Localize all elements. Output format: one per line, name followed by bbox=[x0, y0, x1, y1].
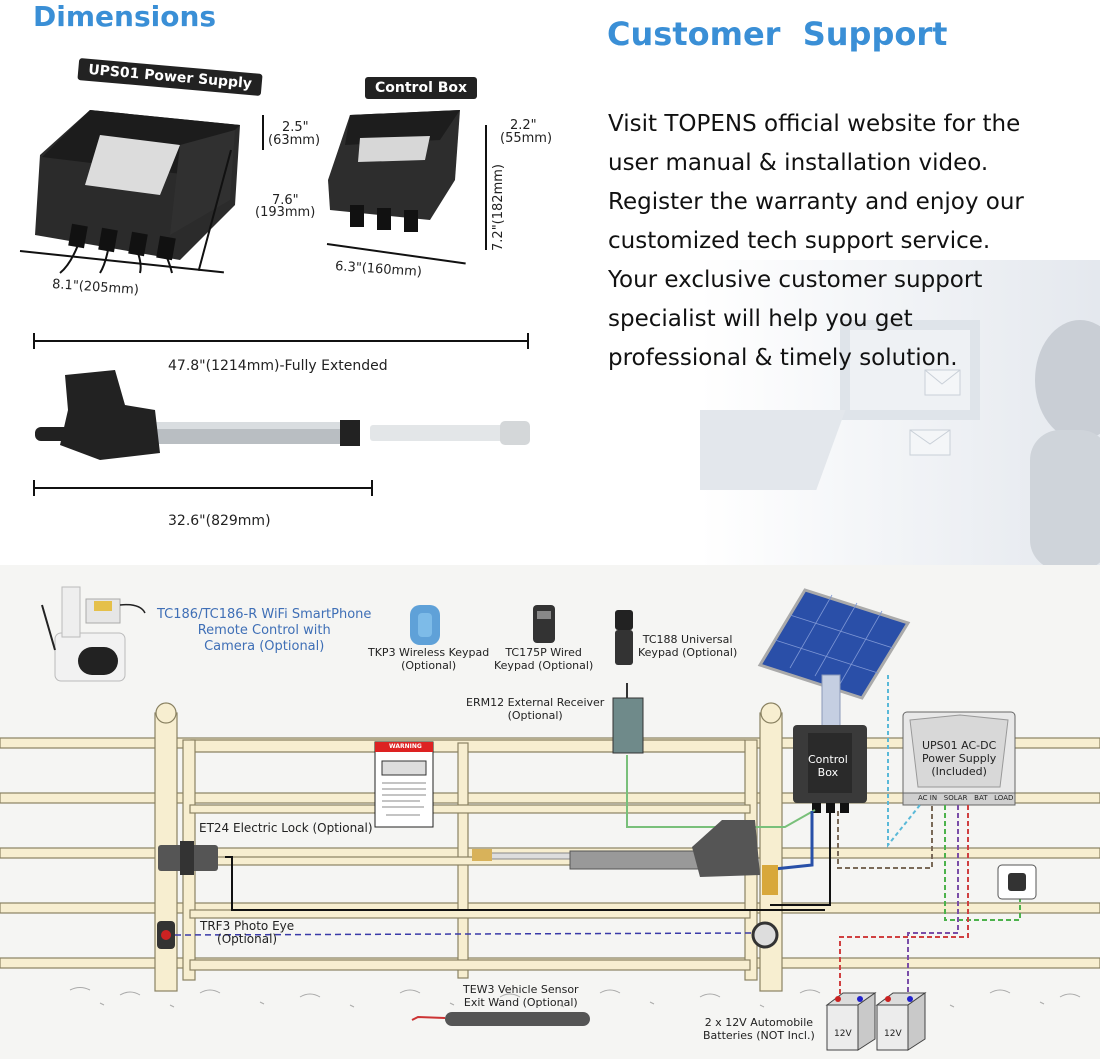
battery-1-label: 12V bbox=[834, 1029, 852, 1039]
arm-retracted-label: 32.6"(829mm) bbox=[168, 513, 271, 529]
support-line: professional & timely solution. bbox=[608, 345, 958, 371]
tc188-label-line: Keypad (Optional) bbox=[638, 646, 738, 659]
arm-extended-label: 47.8"(1214mm)-Fully Extended bbox=[168, 358, 388, 374]
actuator-arm-image bbox=[35, 370, 530, 460]
tkp3-label-line: (Optional) bbox=[401, 659, 457, 672]
camera-label-line: Remote Control with bbox=[197, 623, 331, 638]
ps-depth-mm-label: (193mm) bbox=[255, 205, 316, 220]
support-text: Visit TOPENS official website for the us… bbox=[608, 105, 1024, 378]
cb-width-label: 6.3"(160mm) bbox=[334, 258, 423, 281]
support-line: customized tech support service. bbox=[608, 228, 991, 254]
tc188-label-line: TC188 Universal bbox=[642, 633, 733, 646]
support-line: user manual & installation video. bbox=[608, 150, 989, 176]
photo-eye-label-line: TRF3 Photo Eye bbox=[200, 919, 295, 933]
support-line: Visit TOPENS official website for the bbox=[608, 111, 1021, 137]
support-line: specialist will help you get bbox=[608, 306, 913, 332]
dimensions-title: Dimensions bbox=[33, 0, 217, 33]
arm-retracted-tick-right bbox=[371, 480, 373, 496]
support-line: Your exclusive customer support bbox=[608, 267, 983, 293]
arm-extended-dim-line bbox=[33, 340, 529, 342]
power-supply-badge: UPS01 Power Supply bbox=[77, 58, 263, 96]
ups-port-label: SOLAR bbox=[943, 794, 968, 802]
control-box-label-line: Box bbox=[817, 766, 839, 779]
support-background-photo bbox=[700, 260, 1100, 565]
ups-label-line: UPS01 AC-DC bbox=[922, 739, 997, 752]
sensor-label: TEW3 Vehicle Sensor Exit Wand (Optional) bbox=[463, 983, 579, 1009]
control-box-label: Control Box bbox=[808, 753, 848, 779]
ups-port-label: AC IN bbox=[918, 794, 938, 802]
tc175p-label-line: Keypad (Optional) bbox=[494, 659, 594, 672]
tkp3-label: TKP3 Wireless Keypad (Optional) bbox=[368, 646, 489, 672]
photo-eye-label: TRF3 Photo Eye (Optional) bbox=[200, 920, 294, 946]
batteries-label: 2 x 12V Automobile Batteries (NOT Incl.) bbox=[703, 1016, 815, 1042]
sensor-label-line: TEW3 Vehicle Sensor bbox=[463, 983, 579, 996]
arm-extended-tick-left bbox=[33, 333, 35, 349]
ps-height-dim-line bbox=[262, 115, 264, 150]
ups-label-line: (Included) bbox=[931, 765, 987, 778]
cb-height-dim-line bbox=[485, 125, 487, 250]
photo-eye-label-line: (Optional) bbox=[217, 932, 278, 946]
tkp3-label-line: TKP3 Wireless Keypad bbox=[368, 646, 490, 659]
camera-label-line: TC186/TC186-R WiFi SmartPhone bbox=[157, 607, 372, 622]
cb-height-mm-label: (55mm) bbox=[500, 131, 553, 146]
ps-height-label: 2.5" bbox=[282, 120, 309, 135]
ups-label-line: Power Supply bbox=[922, 752, 997, 765]
arm-extended-tick-right bbox=[527, 333, 529, 349]
support-title: Customer Support bbox=[607, 15, 948, 53]
ps-width-label: 8.1"(205mm) bbox=[51, 276, 140, 299]
top-section: Dimensions UPS01 Power Supply 2.5" (63mm… bbox=[19, 0, 1100, 565]
batteries-label-line: Batteries (NOT Incl.) bbox=[703, 1029, 815, 1042]
ups-port-label: BAT bbox=[974, 794, 988, 802]
ps-height-mm-label: (63mm) bbox=[268, 133, 321, 148]
battery-2-label: 12V bbox=[884, 1029, 902, 1039]
warning-sign-label: WARNING bbox=[389, 743, 422, 750]
ps-depth-label: 7.6" bbox=[272, 193, 299, 208]
camera-label: TC186/TC186-R WiFi SmartPhone Remote Con… bbox=[157, 607, 371, 655]
installation-diagram: TC186/TC186-R WiFi SmartPhone Remote Con… bbox=[0, 565, 1100, 1059]
erm12-label-line: ERM12 External Receiver bbox=[466, 696, 605, 709]
power-supply-image bbox=[35, 110, 240, 274]
arm-retracted-dim-line bbox=[33, 487, 373, 489]
erm12-label-line: (Optional) bbox=[507, 709, 563, 722]
sensor-label-line: Exit Wand (Optional) bbox=[463, 996, 578, 1009]
cb-depth-label: 7.2"(182mm) bbox=[490, 164, 506, 251]
camera-label-line: Camera (Optional) bbox=[204, 639, 325, 654]
control-box-image bbox=[328, 110, 460, 232]
control-box-label-line: Control bbox=[808, 753, 848, 766]
tc188-label: TC188 Universal Keypad (Optional) bbox=[638, 633, 737, 659]
tc175p-label-line: TC175P Wired bbox=[505, 646, 582, 659]
ups-label: UPS01 AC-DC Power Supply (Included) bbox=[922, 739, 996, 778]
tc175p-label: TC175P Wired Keypad (Optional) bbox=[494, 646, 593, 672]
gate-diagram-drawing bbox=[0, 586, 1100, 1051]
control-box-badge: Control Box bbox=[365, 77, 478, 99]
support-line: Register the warranty and enjoy our bbox=[608, 189, 1024, 215]
lock-label: ET24 Electric Lock (Optional) bbox=[199, 821, 373, 835]
batteries-label-line: 2 x 12V Automobile bbox=[704, 1016, 814, 1029]
ups-ports: AC IN SOLAR BAT LOAD bbox=[918, 794, 1013, 802]
arm-retracted-tick-left bbox=[33, 480, 35, 496]
erm12-label: ERM12 External Receiver (Optional) bbox=[466, 696, 604, 722]
ups-port-label: LOAD bbox=[994, 794, 1014, 802]
cb-height-label: 2.2" bbox=[510, 118, 537, 133]
